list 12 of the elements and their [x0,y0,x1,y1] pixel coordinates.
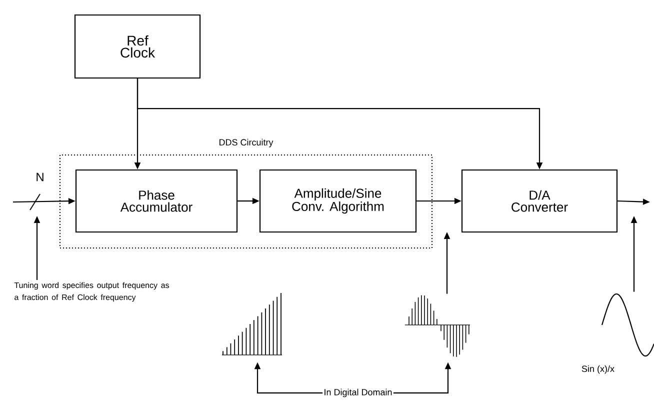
process-box: Amplitude/Sine Conv. Algorithm [259,169,417,233]
process-box: Phase Accumulator [75,169,238,233]
note-text: Tuning word specifies output frequency as a fraction of Ref Clock frequency [14,282,170,302]
process-box: D/A Converter [461,169,618,233]
bus-width-label: N [36,172,44,182]
process-box: Ref Clock [74,14,201,79]
group-heading: DDS Circuitry [220,138,274,148]
node-label: Sin (x)/x [582,365,614,374]
sine-wave-drawing [601,293,654,357]
annotation-text: In Digital Domain [324,388,392,398]
ramp-samples-drawing [222,292,282,356]
sine-samples-drawing [404,294,470,358]
